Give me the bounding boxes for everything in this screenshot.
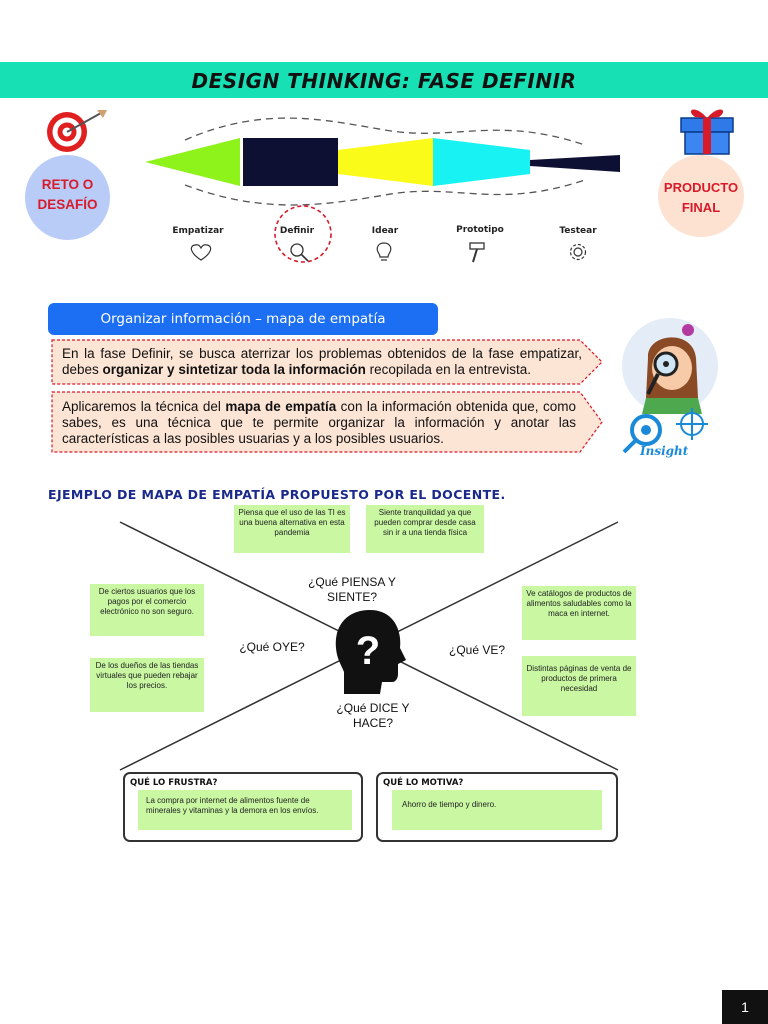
phase-label-definir: Definir [279,226,315,236]
intro-paragraph-2: Aplicaremos la técnica del mapa de empat… [62,399,576,447]
section-tag-label: Organizar información – mapa de empatía [100,311,386,327]
challenge-label-line2: DESAFÍO [37,197,98,212]
section-tag [48,303,438,335]
gift-icon [680,109,734,155]
svg-text:?: ? [356,629,380,673]
note-piensa-1: Piensa que el uso de las TI es una buena… [234,505,350,553]
girl-illustration [622,318,718,454]
header-bar [0,62,768,98]
phase-empatizar-shape [145,138,240,186]
page-title: DESIGN THINKING: FASE DEFINIR [191,69,577,93]
motiva-title: QUÉ LO MOTIVA? [383,778,464,788]
question-piensa: ¿Qué PIENSA Y SIENTE? [308,575,396,604]
final-product-label-line2: FINAL [681,200,721,215]
frustra-title: QUÉ LO FRUSTRA? [130,778,218,788]
phase-testear-shape [530,155,620,172]
final-product-label-line1: PRODUCTO [663,180,739,195]
magnifier-icon [290,243,309,262]
phase-label-idear: Idear [371,226,399,236]
intro-paragraph-1: En la fase Definir, se busca aterrizar l… [62,346,582,378]
map-title: EJEMPLO DE MAPA DE EMPATÍA PROPUESTO POR… [48,487,506,502]
intro-p2-end: con la información obtenida que, como sa… [62,399,577,446]
note-piensa-2: Siente tranquilidad ya que pueden compra… [366,505,484,553]
final-product-label: PRODUCTO FINAL [655,178,747,218]
question-dice: ¿Qué DICE Y HACE? [336,701,410,730]
gear-icon [569,243,587,261]
phase-definir-shape [243,138,338,186]
target-icon [47,110,107,152]
challenge-circle [25,155,110,240]
question-ve: ¿Qué VE? [448,643,506,657]
challenge-label: RETO O DESAFÍO [25,175,110,215]
heart-icon [190,244,212,261]
intro-p1-bold: organizar y sintetizar toda la informaci… [102,362,366,377]
phase-label-empatizar: Empatizar [172,226,224,236]
intro-p1-end: recopilada en la entrevista. [365,362,531,377]
arrow-boxes [51,339,603,453]
process-diagram [145,117,620,206]
question-oye: ¿Qué OYE? [239,640,305,654]
phase-label-testear: Testear [559,226,597,236]
note-oye-1: De ciertos usuarios que los pagos por el… [90,584,204,636]
insight-label: Insight [640,444,689,458]
lightbulb-icon [376,242,392,261]
phase-label-prototipo: Prototipo [456,225,504,235]
motiva-note: Ahorro de tiempo y dinero. [392,790,602,830]
note-ve-1: Ve catálogos de productos de alimentos s… [522,586,636,640]
intro-p2-bold: mapa de empatía [225,399,337,414]
intro-p1-text: En la fase Definir, se busca aterrizar l… [62,346,582,377]
head-question-icon: ? [335,610,406,694]
phase-idear-shape [338,138,433,186]
intro-p2-text: Aplicaremos la técnica del [62,399,226,414]
frustra-note: La compra por internet de alimentos fuen… [138,790,352,830]
phase-prototipo-shape [433,138,530,186]
challenge-label-line1: RETO O [41,177,94,192]
hammer-icon [469,242,485,263]
final-product-circle [658,155,744,237]
note-oye-2: De los dueños de las tiendas virtuales q… [90,658,204,712]
definir-highlight-circle [274,205,332,263]
page-number: 1 [722,990,768,1024]
note-ve-2: Distintas páginas de venta de productos … [522,656,636,716]
